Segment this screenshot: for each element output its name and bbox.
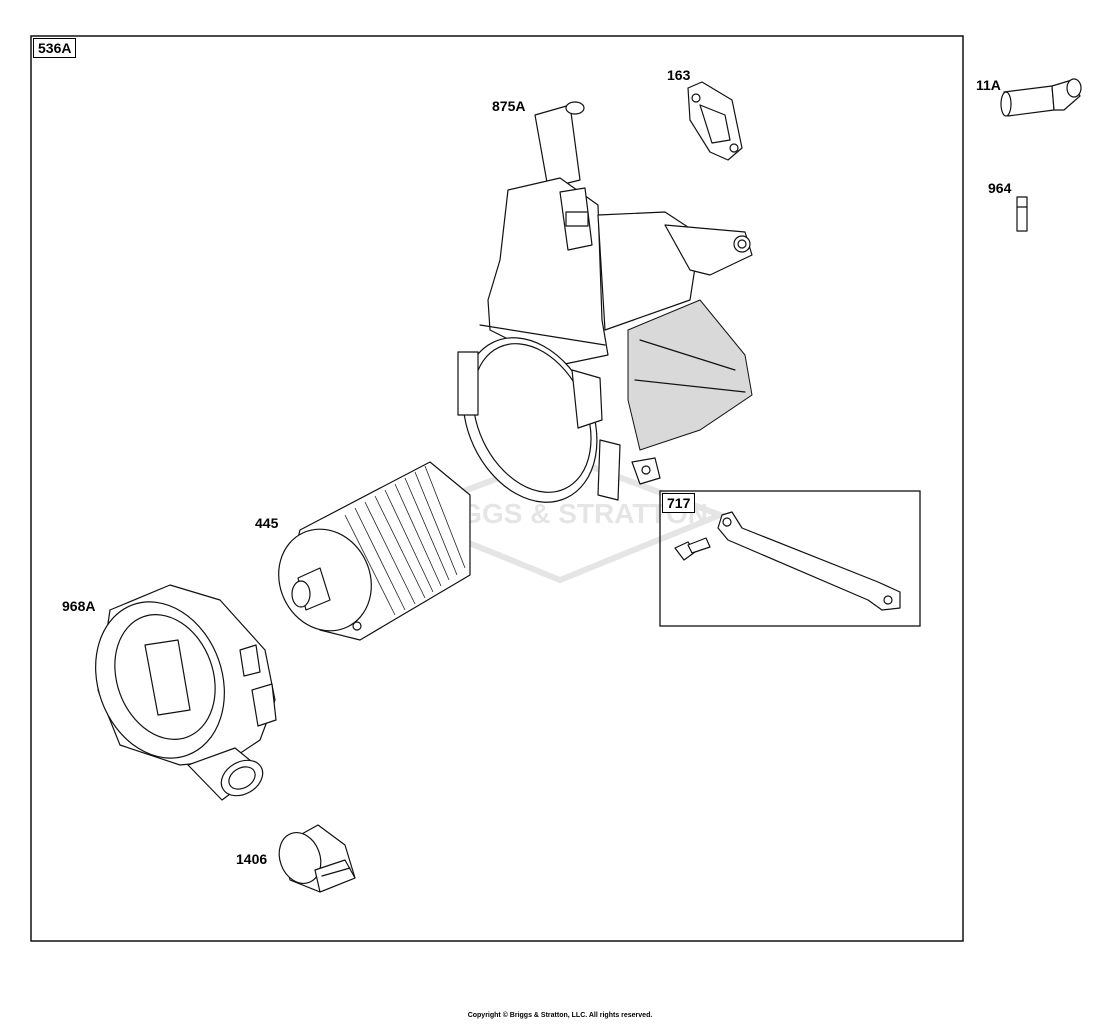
part-label-11a: 11A	[976, 77, 1001, 93]
clamp-964-drawing	[1016, 196, 1028, 232]
copyright-notice: Copyright © Briggs & Stratton, LLC. All …	[467, 1012, 653, 1019]
part-label-445: 445	[255, 515, 279, 531]
part-label-964: 964	[988, 180, 1012, 196]
part-label-968a: 968A	[62, 598, 96, 614]
part-label-163: 163	[667, 67, 691, 83]
part-label-875a: 875A	[492, 98, 526, 114]
kit-717-drawing	[674, 511, 901, 611]
gasket-163-drawing	[687, 81, 743, 161]
assembly-label: 536A	[33, 38, 77, 58]
air-cleaner-base-875a-drawing	[457, 101, 753, 503]
part-label-1406: 1406	[236, 851, 268, 867]
assembly-frame	[30, 35, 964, 942]
kit-label-717: 717	[662, 493, 696, 513]
kit-717-frame	[659, 490, 921, 627]
filter-cartridge-445-drawing	[278, 461, 471, 641]
adapter-1406-drawing	[278, 824, 356, 893]
cover-968a-drawing	[95, 584, 277, 801]
breather-tube-11a-drawing	[1000, 78, 1082, 117]
